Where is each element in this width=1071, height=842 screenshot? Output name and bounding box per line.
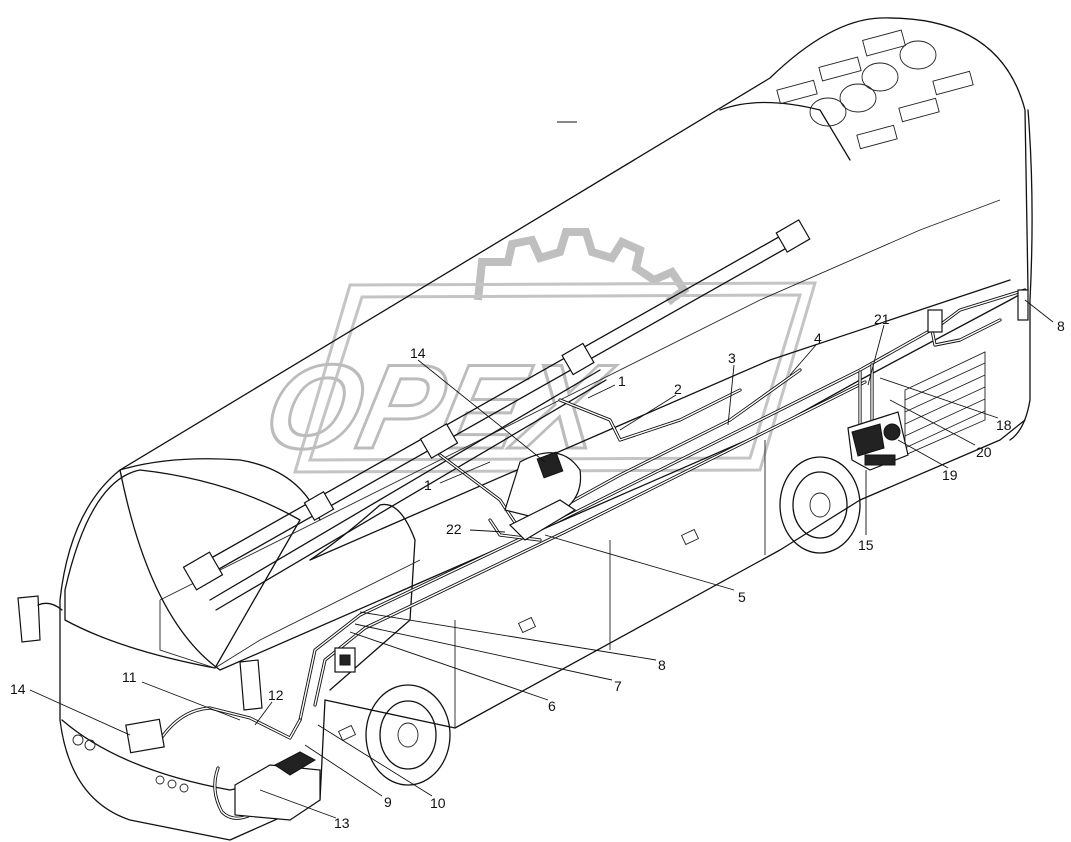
rear-grille: [904, 351, 986, 456]
rear-valve: [927, 309, 943, 333]
callout-20: 20: [976, 444, 992, 460]
callout-13: 13: [334, 815, 350, 831]
callout-11: 11: [122, 669, 137, 685]
right-mirror: [239, 659, 263, 711]
roof-hatches: [776, 29, 974, 150]
duct-outlet-rear: [775, 219, 811, 253]
front-compressor-box: [234, 764, 321, 821]
callout-14-upper: 14: [410, 345, 426, 361]
headlamps: [72, 734, 189, 793]
windshield: [64, 469, 301, 669]
rear-wheel: [779, 456, 861, 554]
callout-10: 10: [430, 795, 446, 811]
watermark-frame: [292, 281, 818, 474]
mid-tank: [508, 499, 577, 541]
callout-22: 22: [446, 521, 462, 537]
callout-8-front: 8: [658, 657, 666, 673]
components: [125, 289, 1029, 821]
callout-4: 4: [814, 330, 822, 346]
callout-5: 5: [738, 589, 746, 605]
pneumatic-pipes: [158, 288, 1027, 820]
callout-2: 2: [674, 381, 682, 397]
watermark-gear-icon: [474, 228, 690, 306]
callout-18: 18: [996, 417, 1012, 433]
bus-side-lower-edge: [324, 419, 1026, 729]
bus-rear: [1009, 109, 1033, 441]
leader-lines: [29, 121, 1054, 819]
callout-8-rear: 8: [1057, 318, 1065, 334]
callout-labels: 1 1 2 3 4 5 6 7 8 8 9 10 11 12 13 14 14 …: [10, 311, 1065, 831]
left-mirror: [17, 595, 41, 643]
front-air-unit: [125, 718, 165, 754]
callout-6: 6: [548, 698, 556, 714]
callout-19: 19: [942, 467, 958, 483]
roof-air-ducts: [182, 219, 811, 611]
duct-outlet-front: [182, 551, 224, 591]
callout-12: 12: [268, 687, 284, 703]
callout-15: 15: [858, 537, 874, 553]
bus-front: [59, 469, 326, 841]
callout-14-front: 14: [10, 681, 26, 697]
bus-roof: [119, 17, 1029, 671]
front-door: [309, 503, 416, 691]
callout-9: 9: [384, 794, 392, 810]
callout-7: 7: [614, 678, 622, 694]
front-wheel: [365, 684, 451, 786]
callout-3: 3: [728, 350, 736, 366]
callout-1-lower: 1: [424, 477, 432, 493]
callout-21: 21: [874, 311, 890, 327]
callout-1-upper: 1: [618, 373, 626, 389]
rear-compressor: [847, 411, 909, 471]
duct-outlet-mid: [419, 423, 459, 459]
